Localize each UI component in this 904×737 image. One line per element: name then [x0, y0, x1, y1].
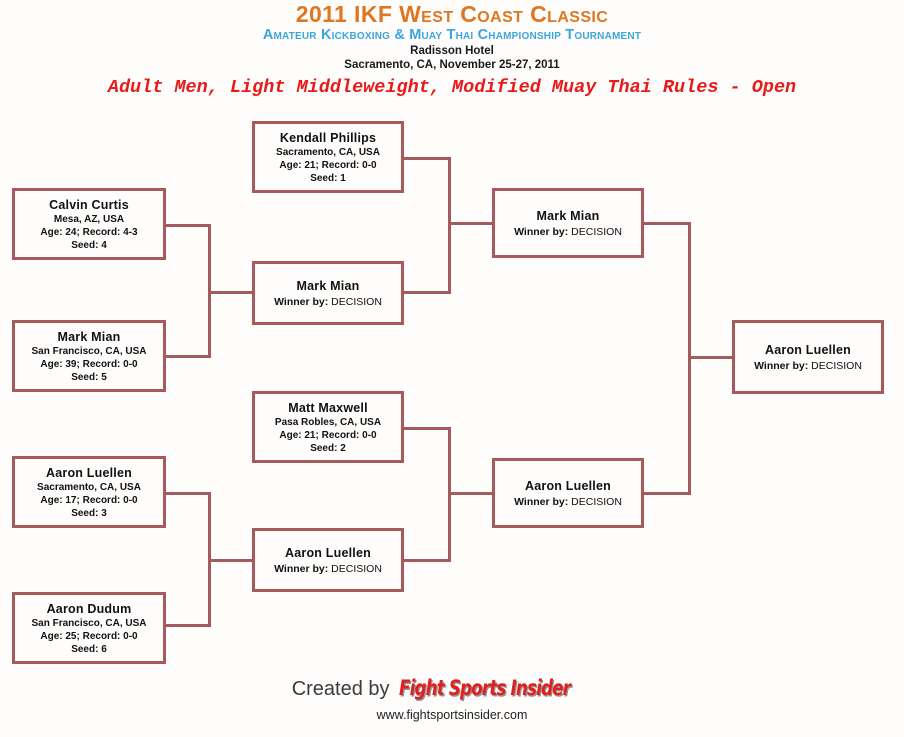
champion-name: Aaron Luellen [765, 342, 851, 357]
competitor-seed: Seed: 2 [310, 442, 346, 454]
bracket-slot-round2-1[interactable]: Kendall Phillips Sacramento, CA, USA Age… [252, 121, 404, 193]
connector-into-r2-lower [208, 559, 252, 562]
winner-by-label: Winner by: [274, 295, 329, 308]
champion-method: Winner by: DECISION [754, 359, 862, 373]
fight-sports-insider-logo: Fight Sports Insider [398, 676, 571, 700]
winner-name: Mark Mian [296, 278, 360, 293]
bracket-slot-round1-1[interactable]: Calvin Curtis Mesa, AZ, USA Age: 24; Rec… [12, 188, 166, 260]
winner-by-label: Winner by: [754, 359, 809, 372]
winner-method-value: DECISION [571, 495, 622, 508]
connector-r1-bottom-upper [166, 355, 211, 358]
connector-r2-bottom-upper [403, 291, 451, 294]
competitor-location: Pasa Robles, CA, USA [274, 416, 382, 428]
competitor-location: Sacramento, CA, USA [37, 481, 141, 493]
champion-method-value: DECISION [811, 359, 862, 372]
competitor-seed: Seed: 4 [71, 239, 107, 251]
page-footer: Created by Fight Sports Insider www.figh… [0, 676, 904, 723]
competitor-location: San Francisco, CA, USA [31, 345, 147, 357]
credit-row: Created by Fight Sports Insider [0, 676, 904, 701]
winner-by-label: Winner by: [514, 225, 569, 238]
competitor-stats: Age: 39; Record: 0-0 [40, 358, 138, 370]
venue-date: Sacramento, CA, November 25-27, 2011 [344, 59, 560, 71]
winner-name: Aaron Luellen [285, 545, 371, 560]
connector-into-r3-lower [448, 492, 492, 495]
competitor-stats: Age: 21; Record: 0-0 [279, 429, 377, 441]
competitor-name: Aaron Dudum [46, 601, 132, 616]
bracket-slot-round2-2[interactable]: Matt Maxwell Pasa Robles, CA, USA Age: 2… [252, 391, 404, 463]
competitor-stats: Age: 17; Record: 0-0 [40, 494, 138, 506]
connector-r1-top-upper [166, 224, 211, 227]
winner-name: Aaron Luellen [525, 478, 611, 493]
winner-method: Winner by: DECISION [514, 495, 622, 509]
bracket-slot-round1-4[interactable]: Aaron Dudum San Francisco, CA, USA Age: … [12, 592, 166, 664]
competitor-name: Mark Mian [57, 329, 121, 344]
connector-r1-top-lower [166, 492, 211, 495]
tournament-title: 2011 IKF West Coast Classic [295, 1, 609, 27]
bracket-slot-round1-2[interactable]: Mark Mian San Francisco, CA, USA Age: 39… [12, 320, 166, 392]
competitor-name: Matt Maxwell [288, 400, 368, 415]
competitor-name: Aaron Luellen [46, 465, 132, 480]
competitor-name: Kendall Phillips [279, 130, 377, 145]
winner-method: Winner by: DECISION [274, 562, 382, 576]
winner-by-label: Winner by: [274, 562, 329, 575]
competitor-seed: Seed: 3 [71, 507, 107, 519]
bracket-slot-round1-3[interactable]: Aaron Luellen Sacramento, CA, USA Age: 1… [12, 456, 166, 528]
bracket-winner-round2-1[interactable]: Mark Mian Winner by: DECISION [252, 261, 404, 325]
connector-r2-bottom-lower [403, 559, 451, 562]
connector-r2-top-upper [403, 157, 451, 160]
winner-method-value: DECISION [571, 225, 622, 238]
tournament-subtitle: Amateur Kickboxing & Muay Thai Champions… [262, 27, 642, 43]
page-header: 2011 IKF West Coast Classic Amateur Kick… [0, 0, 904, 99]
winner-method: Winner by: DECISION [514, 225, 622, 239]
connector-into-r2-upper [208, 291, 252, 294]
competitor-stats: Age: 21; Record: 0-0 [279, 159, 377, 171]
connector-into-final [688, 356, 732, 359]
connector-into-r3-upper [448, 222, 492, 225]
competitor-seed: Seed: 6 [71, 643, 107, 655]
bracket-champion[interactable]: Aaron Luellen Winner by: DECISION [732, 320, 884, 394]
connector-vertical-upper-r2 [448, 157, 451, 294]
competitor-location: Mesa, AZ, USA [53, 213, 125, 225]
connector-r3-top [643, 222, 691, 225]
competitor-seed: Seed: 5 [71, 371, 107, 383]
brand-website-url: www.fightsportsinsider.com [376, 708, 528, 722]
winner-method-value: DECISION [331, 295, 382, 308]
competitor-stats: Age: 24; Record: 4-3 [40, 226, 138, 238]
competitor-location: Sacramento, CA, USA [276, 146, 380, 158]
winner-method-value: DECISION [331, 562, 382, 575]
winner-method: Winner by: DECISION [274, 295, 382, 309]
competitor-stats: Age: 25; Record: 0-0 [40, 630, 138, 642]
winner-name: Mark Mian [536, 208, 600, 223]
connector-r3-bottom [643, 492, 691, 495]
winner-by-label: Winner by: [514, 495, 569, 508]
credit-label: Created by [291, 677, 390, 700]
bracket-winner-round2-2[interactable]: Aaron Luellen Winner by: DECISION [252, 528, 404, 592]
bracket-winner-round3-2[interactable]: Aaron Luellen Winner by: DECISION [492, 458, 644, 528]
competitor-seed: Seed: 1 [310, 172, 346, 184]
competitor-name: Calvin Curtis [49, 197, 129, 212]
connector-r1-bottom-lower [166, 624, 211, 627]
bracket-winner-round3-1[interactable]: Mark Mian Winner by: DECISION [492, 188, 644, 258]
venue-name: Radisson Hotel [410, 45, 494, 57]
connector-r2-top-lower [403, 427, 451, 430]
division-title: Adult Men, Light Middleweight, Modified … [107, 77, 797, 98]
competitor-location: San Francisco, CA, USA [31, 617, 147, 629]
